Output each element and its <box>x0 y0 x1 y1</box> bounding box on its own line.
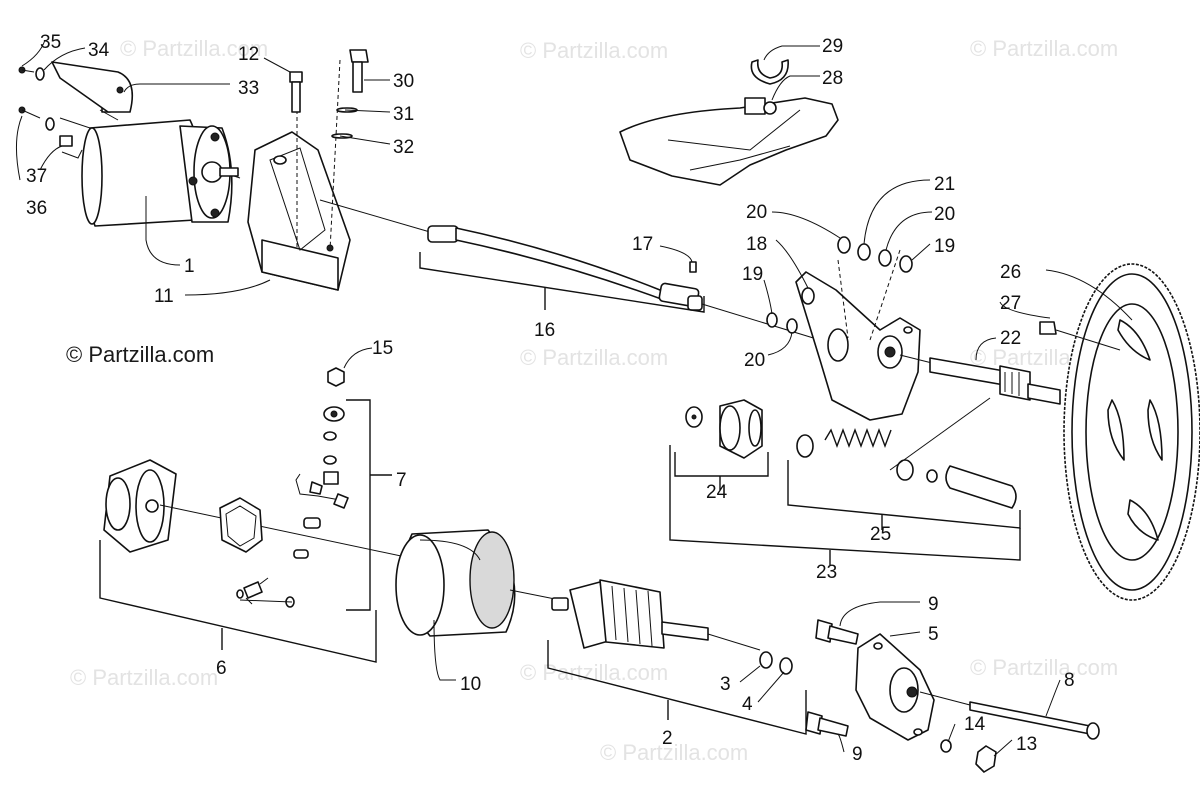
callout-22: 22 <box>1000 328 1021 349</box>
bracket-6 <box>99 540 377 663</box>
end-cap <box>103 459 421 561</box>
drive-housing <box>766 236 921 421</box>
callout-2: 2 <box>662 728 673 749</box>
callout-11: 11 <box>154 286 174 307</box>
callout-36: 36 <box>26 198 47 219</box>
brush-holder <box>219 497 321 608</box>
callout-19: 19 <box>934 236 955 257</box>
drive-shaft <box>319 199 821 341</box>
bracket-24 <box>674 452 769 477</box>
callout-33: 33 <box>238 78 259 99</box>
watermark: © Partzilla.com <box>70 665 219 690</box>
starter-bracket <box>247 59 351 291</box>
callout-3: 3 <box>720 674 731 695</box>
watermark: © Partzilla.com <box>520 345 669 370</box>
callout-31: 31 <box>393 104 414 125</box>
callout-37: 37 <box>26 166 47 187</box>
drive-end-plate <box>855 633 935 741</box>
callout-15: 15 <box>372 338 393 359</box>
bracket-23 <box>669 445 1021 561</box>
callout-34: 34 <box>88 40 110 61</box>
callout-35: 35 <box>40 32 61 53</box>
starter-motor <box>59 95 241 227</box>
watermark: © Partzilla.com <box>520 38 669 63</box>
callout-17: 17 <box>632 234 653 255</box>
callout-5: 5 <box>928 624 939 645</box>
callout-20: 20 <box>744 350 765 371</box>
callout-13: 13 <box>1016 734 1037 755</box>
callout-21: 21 <box>934 174 955 195</box>
callout-4: 4 <box>742 694 753 715</box>
callout-26: 26 <box>1000 262 1021 283</box>
leader-lines <box>15 39 1133 757</box>
callout-9: 9 <box>852 744 863 765</box>
callout-16: 16 <box>534 320 555 341</box>
callout-27: 27 <box>1000 293 1021 314</box>
callout-19: 19 <box>742 264 763 285</box>
terminal-bracket <box>51 61 134 113</box>
terminal-hardware <box>295 367 349 509</box>
callout-25: 25 <box>870 524 891 545</box>
callout-labels: 35 34 33 12 30 31 32 37 36 1 11 29 28 17… <box>26 32 1075 765</box>
bracket-25 <box>787 460 1021 529</box>
callout-32: 32 <box>393 137 414 158</box>
callout-14: 14 <box>964 714 986 735</box>
watermark: © Partzilla.com <box>970 36 1119 61</box>
callout-20: 20 <box>746 202 767 223</box>
callout-24: 24 <box>706 482 728 503</box>
callout-1: 1 <box>184 256 195 277</box>
callout-23: 23 <box>816 562 837 583</box>
callout-12: 12 <box>238 44 259 65</box>
clutch-spring-set <box>796 397 1017 509</box>
callout-6: 6 <box>216 658 227 679</box>
callout-28: 28 <box>822 68 843 89</box>
watermark: © Partzilla.com <box>520 660 669 685</box>
callout-9: 9 <box>928 594 939 615</box>
callout-8: 8 <box>1064 670 1075 691</box>
pinion-shaft <box>899 354 1061 405</box>
mounting-bracket <box>619 59 839 186</box>
callout-10: 10 <box>460 674 481 695</box>
pinion-gear <box>685 399 763 459</box>
watermark: © Partzilla.com <box>120 36 269 61</box>
copyright-text: © Partzilla.com <box>66 342 215 367</box>
callout-20: 20 <box>934 204 955 225</box>
watermark: © Partzilla.com <box>970 655 1119 680</box>
bracket-16 <box>419 252 705 313</box>
bracket-7 <box>346 399 371 611</box>
callout-7: 7 <box>396 470 407 491</box>
bracket-2 <box>547 640 807 735</box>
watermark: © Partzilla.com <box>600 740 749 765</box>
ring-gear <box>1063 263 1200 601</box>
callout-18: 18 <box>746 234 767 255</box>
armature <box>551 579 761 651</box>
field-housing <box>395 529 561 637</box>
callout-30: 30 <box>393 71 414 92</box>
callout-29: 29 <box>822 36 843 57</box>
